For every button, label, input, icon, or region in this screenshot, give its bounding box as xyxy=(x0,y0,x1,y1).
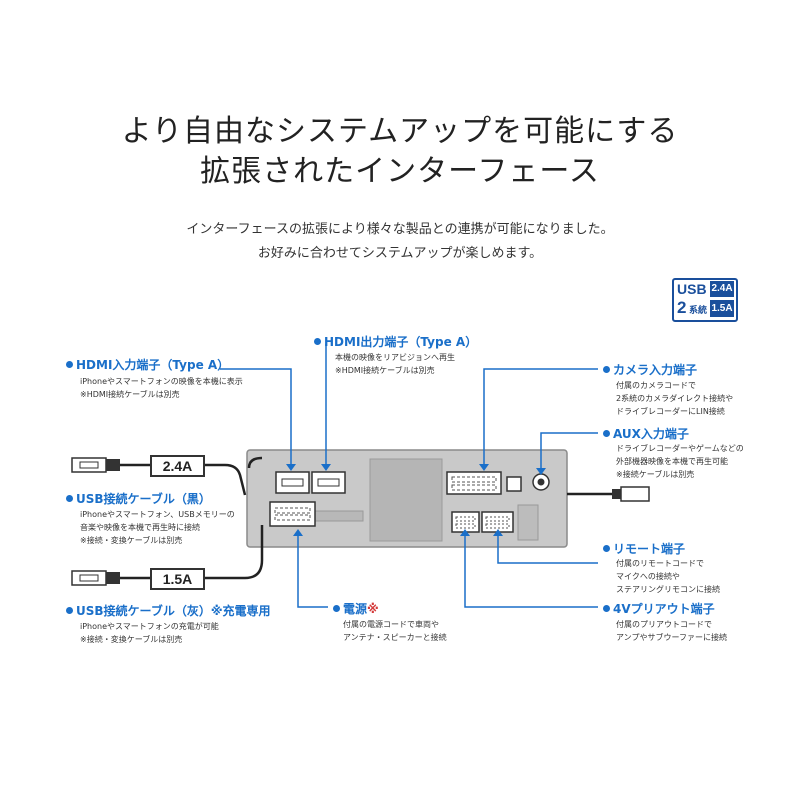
badge-amp-low: 1.5A xyxy=(710,300,734,317)
preout-label: 4Vプリアウト端子 xyxy=(603,600,715,617)
usb-gray-amp-box: 1.5A xyxy=(150,568,205,590)
leader-lines xyxy=(220,344,598,608)
headline-line-2: 拡張されたインターフェース xyxy=(200,154,600,189)
preout-connector xyxy=(481,511,514,533)
usb-black-desc: iPhoneやスマートフォン、USBメモリーの 音楽や映像を本機で再生時に接続 … xyxy=(80,510,235,545)
hdmi-in-desc: iPhoneやスマートフォンの映像を本機に表示 ※HDMI接続ケーブルは別売 xyxy=(80,377,243,399)
power-label: 電源※ xyxy=(333,600,379,617)
lead-line-1: インターフェースの拡張により様々な製品との連携が可能になりました。 xyxy=(186,222,614,237)
bullet-icon xyxy=(603,605,610,612)
hdmi-in-port xyxy=(275,471,310,494)
preout-desc: 付属のプリアウトコードで アンプやサブウーファーに接続 xyxy=(616,620,727,642)
power-connector xyxy=(269,501,316,527)
bullet-icon xyxy=(66,495,73,502)
badge-usb-text: USB xyxy=(677,281,707,297)
usb-gray-desc: iPhoneやスマートフォンの充電が可能 ※接続・変換ケーブルは別売 xyxy=(80,622,219,644)
camera-connector xyxy=(446,471,502,495)
hdmi-out-label: HDMI出力端子（Type A） xyxy=(314,333,477,350)
bullet-icon xyxy=(66,607,73,614)
badge-count-suffix: 系統 xyxy=(689,305,708,315)
remote-desc: 付属のリモートコードで マイクへの接続や ステアリングリモコンに接続 xyxy=(616,559,720,594)
usb-gray-label: USB接続ケーブル（灰）※充電専用 xyxy=(66,602,270,619)
head-unit-right-ridge xyxy=(517,504,539,541)
headline-line-1: より自由なシステムアップを可能にする xyxy=(121,114,679,149)
badge-amp-high: 2.4A xyxy=(710,281,734,297)
camera-in-label: カメラ入力端子 xyxy=(603,361,697,378)
usb-black-amp-box: 2.4A xyxy=(150,455,205,477)
camera-in-desc: 付属のカメラコードで 2系統のカメラダイレクト接続や ドライブレコーダーにLIN… xyxy=(616,381,734,416)
remote-connector xyxy=(451,511,480,533)
aux-in-desc: ドライブレコーダーやゲームなどの 外部機器映像を本機で再生可能 ※接続ケーブルは… xyxy=(616,444,744,479)
bullet-icon xyxy=(314,338,321,345)
hdmi-out-desc: 本機の映像をリアビジョンへ再生 ※HDMI接続ケーブルは別売 xyxy=(335,353,455,375)
bullet-icon xyxy=(603,430,610,437)
badge-count: 2 xyxy=(677,298,687,317)
lead-line-2: お好みに合わせてシステムアップが楽しめます。 xyxy=(257,246,543,261)
aux-cable xyxy=(567,486,650,502)
power-desc: 付属の電源コードで車両や アンテナ・スピーカーと接続 xyxy=(343,620,447,642)
usb-cable-gray xyxy=(71,525,264,586)
hdmi-out-port xyxy=(311,471,346,494)
bullet-icon xyxy=(603,545,610,552)
bullet-icon xyxy=(66,361,73,368)
usb-cable-black xyxy=(71,456,263,496)
remote-label: リモート端子 xyxy=(603,540,685,557)
power-mark: ※ xyxy=(367,602,379,616)
head-unit-center-panel xyxy=(369,458,443,542)
hdmi-in-label: HDMI入力端子（Type A） xyxy=(66,356,229,373)
aux-in-label: AUX入力端子 xyxy=(603,425,689,442)
bullet-icon xyxy=(333,605,340,612)
leader-arrows xyxy=(286,464,546,536)
usb-2-system-badge: USB 2 系統 2.4A 1.5A xyxy=(672,278,738,322)
bullet-icon xyxy=(603,366,610,373)
small-port xyxy=(506,476,522,492)
usb-black-label: USB接続ケーブル（黒） xyxy=(66,490,211,507)
